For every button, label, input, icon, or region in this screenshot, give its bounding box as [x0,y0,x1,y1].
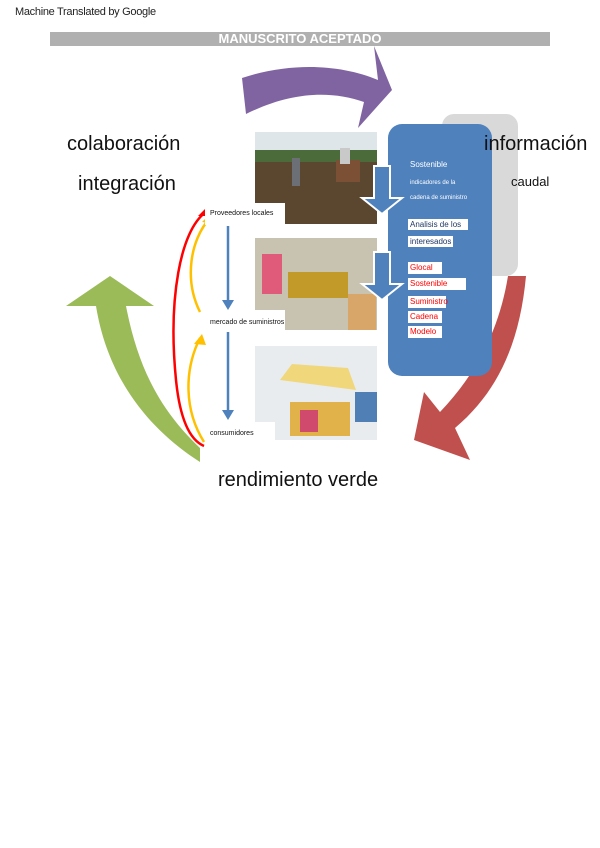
purple-cycle-arrow [242,46,392,128]
yellow-arrowhead-lower [194,334,206,345]
stakeholder-analysis-2: interesados [408,236,454,247]
model-word-supply: Suministro [408,296,448,308]
blue-down-arrow-2 [222,410,234,420]
accepted-manuscript-banner: MANUSCRITO ACEPTADO [50,32,550,46]
panel-title: Sostenible [410,160,448,169]
label-integration: integración [78,173,176,195]
label-collaboration: colaboración [67,133,181,155]
model-word-sustainable: Sostenible [408,278,466,290]
label-green-performance: rendimiento verde [218,469,379,491]
stakeholder-analysis-1: Analisis de los [408,219,468,230]
label-information: información [484,133,588,155]
street-stall-photo [255,346,377,440]
stage-local-suppliers: Proveedores locales [210,210,274,217]
panel-subtitle-2: cadena de suministro [410,195,468,201]
hollow-down-arrow-1 [359,165,405,216]
red-cycle-arrow [414,276,526,460]
stage-consumers: consumidores [210,430,254,437]
model-word-model: Modelo [408,326,442,338]
model-word-chain: Cadena [408,311,442,323]
hollow-down-arrow-2 [359,251,405,302]
model-word-glocal: Glocal [408,262,442,274]
machine-translated-label: Machine Translated by Google [15,6,156,18]
stage-supply-market: mercado de suministros [210,319,285,326]
yellow-feedback-curve-lower [187,337,206,443]
green-cycle-arrow [66,276,200,462]
panel-subtitle-1: indicadores de la [410,180,456,186]
yellow-feedback-curve-upper [189,217,211,313]
blue-down-arrow-1 [222,300,234,310]
label-flow: caudal [511,174,550,189]
red-feedback-curve [172,210,207,448]
